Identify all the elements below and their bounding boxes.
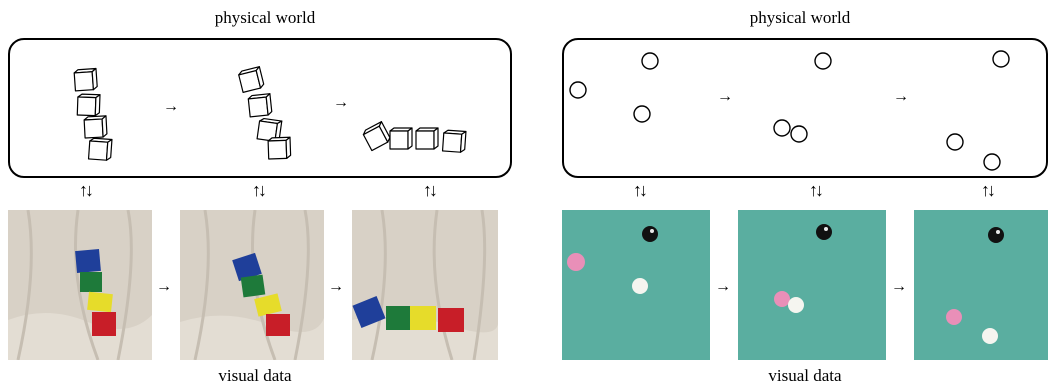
right-photo-arrow-2: → xyxy=(891,278,907,295)
sketch-ball xyxy=(946,133,964,151)
billiards-photo-2 xyxy=(738,210,886,360)
left-title: physical world xyxy=(214,8,316,27)
left-link-3: ↑↓ xyxy=(423,180,438,200)
left-photo-arrow-2: → xyxy=(328,278,344,295)
blocks-photo-standing xyxy=(8,210,152,360)
left-sketch-arrow-1: → xyxy=(163,98,179,115)
left-sketch-arrow-2: → xyxy=(333,94,349,111)
right-physical-world-frame xyxy=(562,38,1048,178)
right-sketch-arrow-1: → xyxy=(717,88,733,105)
sketch-ball xyxy=(983,153,1001,171)
right-title: physical world xyxy=(749,8,851,27)
sketch-ball xyxy=(814,52,832,70)
billiards-photo-3 xyxy=(914,210,1048,360)
sketch-ball xyxy=(641,52,659,70)
sketch-ball xyxy=(569,81,587,99)
block-tower-sketches xyxy=(73,66,467,161)
blocks-photo-toppling xyxy=(180,210,324,360)
right-caption: visual data xyxy=(768,366,842,385)
left-link-2: ↑↓ xyxy=(252,180,267,200)
billiards-photo-1 xyxy=(562,210,710,360)
left-photo-arrow-1: → xyxy=(156,278,172,295)
left-link-1: ↑↓ xyxy=(79,180,94,200)
blocks-photo-fallen xyxy=(352,210,498,360)
billiard-ball-sketches xyxy=(569,50,1010,171)
sketch-tower-standing xyxy=(73,67,113,161)
left-physical-world-frame xyxy=(8,38,512,178)
right-link-2: ↑↓ xyxy=(809,180,824,200)
right-photo-arrow-1: → xyxy=(715,278,731,295)
sketch-blocks-fallen xyxy=(362,121,467,153)
sketch-ball xyxy=(773,119,791,137)
right-sketch-arrow-2: → xyxy=(893,88,909,105)
right-link-1: ↑↓ xyxy=(633,180,648,200)
sketch-ball xyxy=(790,125,808,143)
sketch-ball xyxy=(992,50,1010,68)
right-link-3: ↑↓ xyxy=(981,180,996,200)
sketch-tower-toppling xyxy=(238,66,292,160)
sketch-ball xyxy=(633,105,651,123)
left-caption: visual data xyxy=(218,366,292,385)
